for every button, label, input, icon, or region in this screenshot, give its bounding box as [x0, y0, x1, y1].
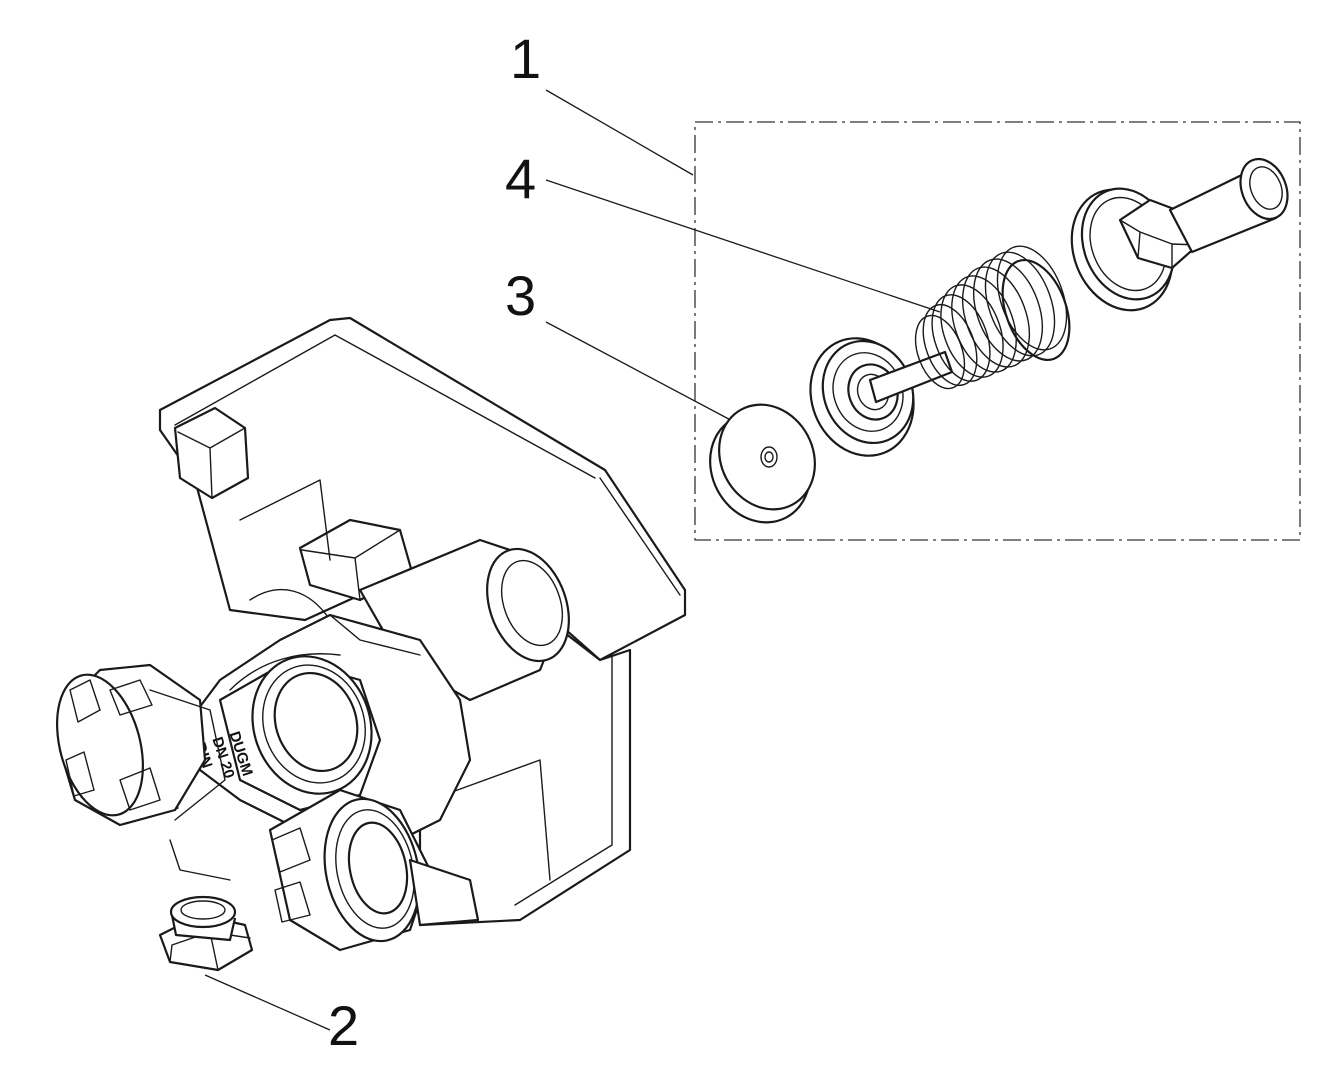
leader-line-3	[545, 321, 741, 426]
callout-3: 3	[505, 264, 536, 327]
leader-line-4	[545, 179, 941, 313]
callout-2: 2	[328, 994, 359, 1057]
valve-body: DUGM DN 20 DIN	[56, 316, 687, 952]
callout-1: 1	[510, 27, 541, 90]
part-3-disc	[709, 403, 816, 524]
callout-4: 4	[505, 147, 536, 210]
part-1-cap-assembly	[1070, 157, 1289, 312]
part-4-spring	[914, 245, 1071, 390]
kit-boundary-box	[694, 121, 1301, 541]
leader-line-2	[204, 974, 331, 1031]
leader-line-1	[545, 89, 694, 176]
part-4-valve-seat	[809, 337, 954, 457]
part-2-plug	[158, 895, 254, 972]
